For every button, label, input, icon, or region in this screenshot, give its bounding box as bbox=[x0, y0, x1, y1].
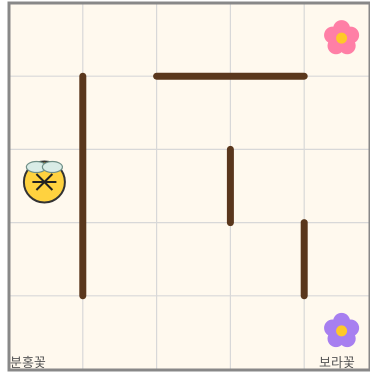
bee-icon[interactable] bbox=[24, 162, 65, 203]
flower-label-pink: 분홍꽃 bbox=[10, 356, 46, 371]
flower-center bbox=[336, 33, 347, 44]
flower-label-purple: 보라꽃 bbox=[319, 356, 355, 371]
bee-wing-right bbox=[42, 162, 62, 173]
flower-center bbox=[336, 325, 347, 336]
